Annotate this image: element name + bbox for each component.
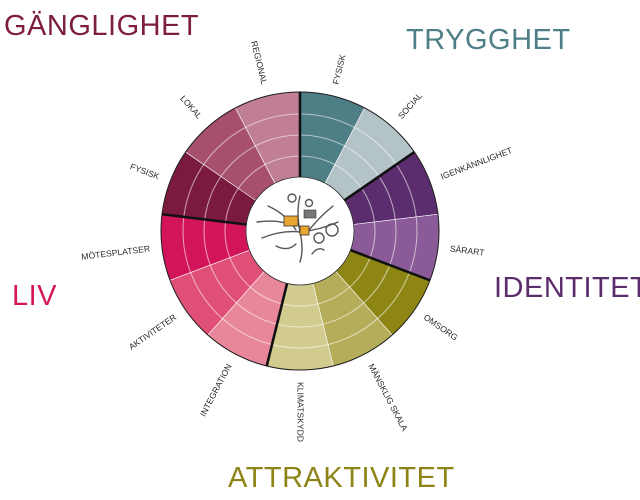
segment-label-mansklig-skala: MÄNSKLIG SKALA	[366, 362, 410, 433]
segment-label-fysisk-trygghet: FYSISK	[331, 53, 348, 85]
center-illustration	[245, 176, 355, 286]
segment-label-omsorg: OMSORG	[422, 312, 460, 343]
category-divider	[343, 150, 416, 202]
segment-label-regional: REGIONAL	[249, 40, 269, 86]
segment-label-social: SOCIAL	[396, 90, 425, 120]
segment-label-integration: INTEGRATION	[198, 362, 234, 418]
segment-label-aktiviteter: AKTIVITETER	[127, 312, 178, 352]
category-divider	[161, 212, 247, 226]
category-liv: LIV	[12, 280, 58, 312]
segment-label-fysisk-ganglighet: FYSISK	[129, 161, 161, 181]
category-trygghet: TRYGGHET	[406, 24, 571, 56]
category-identitet: IDENTITET	[494, 272, 640, 304]
segment-label-sarart: SÄRART	[449, 244, 485, 258]
category-divider	[350, 248, 431, 282]
category-ganglighet: GÄNGLIGHET	[4, 10, 200, 42]
segment-label-igenkannlighet: IGENKÄNNLIGHET	[439, 145, 514, 182]
segment-label-lokal: LOKAL	[178, 93, 204, 121]
segment-label-klimatskydd: KLIMATSKYDD	[296, 382, 306, 442]
category-attraktivitet: ATTRAKTIVITET	[228, 462, 455, 494]
segment-label-motesplatser: MÖTESPLATSER	[81, 244, 151, 262]
category-divider	[265, 283, 289, 367]
